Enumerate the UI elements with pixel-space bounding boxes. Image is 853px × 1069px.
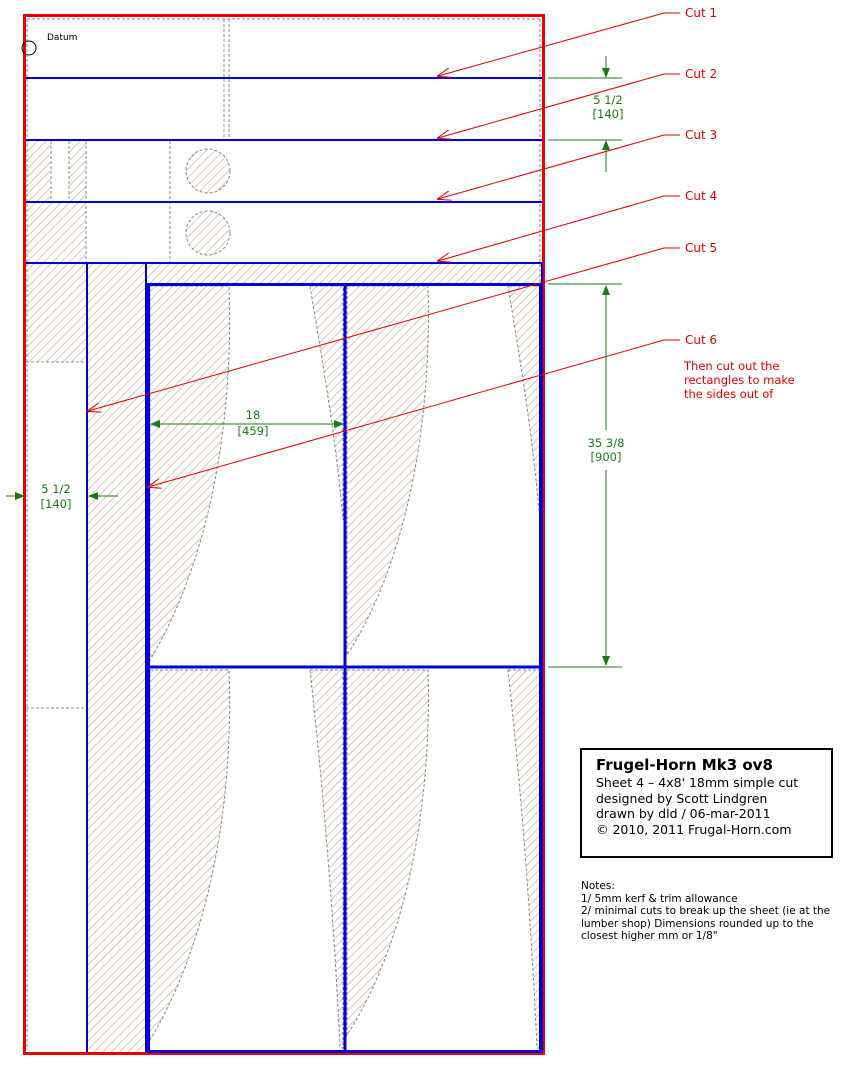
cut-lines <box>26 77 543 1053</box>
drawing-title: Frugel-Horn Mk3 ov8 <box>596 756 773 774</box>
cut-3-label: Cut 3 <box>685 128 717 142</box>
instruction-line-2: rectangles to make <box>684 373 795 387</box>
instruction-line-3: the sides out of <box>684 387 774 401</box>
title-line-1: Sheet 4 – 4x8' 18mm simple cut <box>596 775 799 790</box>
notes-block: Notes: 1/ 5mm kerf & trim allowance 2/ m… <box>581 880 841 943</box>
cut-4-label: Cut 4 <box>685 189 717 203</box>
dim-width-imperial: 18 <box>246 408 261 422</box>
cut-callouts <box>88 12 680 487</box>
dim-height-imperial: 35 3/8 <box>588 436 625 450</box>
cut-1-label: Cut 1 <box>685 6 717 20</box>
datum-marker: Datum <box>21 33 77 56</box>
title-line-2: designed by Scott Lindgren <box>596 790 768 806</box>
dim-width-metric: [459] <box>238 424 269 438</box>
dimension-height <box>548 283 622 668</box>
note-item-2: 2/ minimal cuts to break up the sheet (i… <box>581 905 831 942</box>
note-item-1: 1/ 5mm kerf & trim allowance <box>581 892 738 905</box>
hatched-waste-areas <box>26 141 541 1052</box>
cut-5-label: Cut 5 <box>685 241 717 255</box>
notes-heading: Notes: <box>581 880 615 892</box>
dim-strip-imperial: 5 1/2 <box>593 93 622 107</box>
dim-side-imperial: 5 1/2 <box>41 482 70 496</box>
cut-2-label: Cut 2 <box>685 67 717 81</box>
dimension-strip <box>548 56 622 172</box>
datum-label: Datum <box>47 33 77 43</box>
title-line-4: © 2010, 2011 Frugal-Horn.com <box>596 821 792 837</box>
dim-height-metric: [900] <box>591 450 622 464</box>
cut-6-label: Cut 6 <box>685 333 717 347</box>
instruction-line-1: Then cut out the <box>683 359 779 373</box>
dim-side-metric: [140] <box>41 497 72 511</box>
sheet-outline <box>23 14 545 1055</box>
title-block: Frugel-Horn Mk3 ov8 Sheet 4 – 4x8' 18mm … <box>580 748 833 858</box>
dim-strip-metric: [140] <box>593 107 624 121</box>
title-line-3: drawn by dld / 06-mar-2011 <box>596 806 771 821</box>
